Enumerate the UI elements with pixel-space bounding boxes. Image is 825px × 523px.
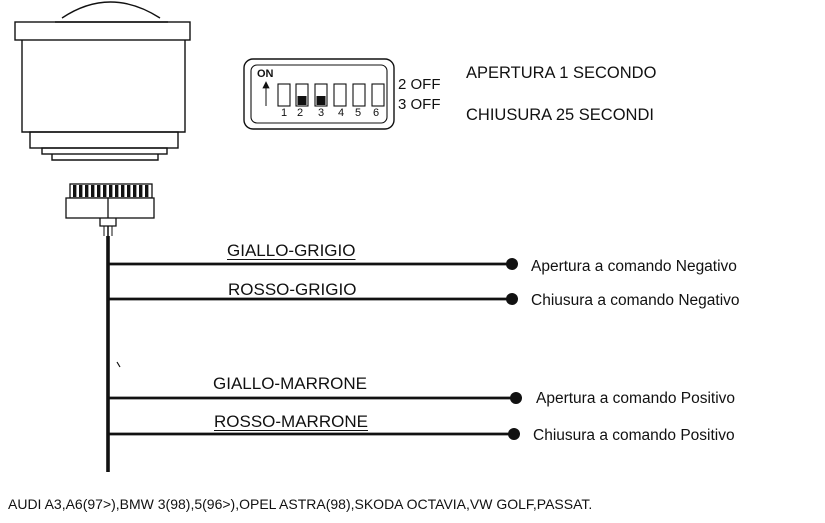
connector [65, 183, 155, 227]
connector-tooth [139, 185, 143, 197]
dip-state-3-off: 3 OFF [398, 96, 441, 113]
connector-tooth [127, 185, 131, 197]
connector-housing [65, 197, 155, 219]
compatible-vehicles: AUDI A3,A6(97>),BMW 3(98),5(96>),OPEL AS… [8, 496, 593, 512]
wire-function-label: Apertura a comando Negativo [531, 258, 737, 275]
closing-time-label: CHIUSURA 25 SECONDI [466, 106, 654, 124]
wire-terminal [506, 258, 518, 270]
wire-function-label: Chiusura a comando Negativo [531, 292, 740, 309]
connector-teeth [73, 185, 149, 197]
wire-terminal [510, 392, 522, 404]
wire-function-label: Chiusura a comando Positivo [533, 427, 735, 444]
connector-tooth [79, 185, 83, 197]
dip-on-arrow-head [262, 81, 270, 89]
actuator-foot [51, 154, 159, 161]
dip-state-2-off: 2 OFF [398, 76, 441, 93]
connector-tooth [97, 185, 101, 197]
wiring [103, 226, 522, 472]
connector-neck [99, 218, 117, 227]
connector-tooth [85, 185, 89, 197]
dip-switch [243, 58, 395, 130]
wire-terminal [508, 428, 520, 440]
wire-color-label: GIALLO-MARRONE [213, 374, 367, 393]
actuator-module [14, 1, 191, 161]
connector-tooth [103, 185, 107, 197]
wire-color-label: GIALLO-GRIGIO [227, 241, 356, 260]
dip-position-label: 3 [318, 107, 325, 119]
actuator-base-flange [41, 147, 168, 155]
connector-tooth [133, 185, 137, 197]
dip-on-label: ON [257, 68, 274, 80]
connector-tooth [109, 185, 113, 197]
actuator-body [21, 40, 186, 133]
connector-tooth [91, 185, 95, 197]
dip-slider [297, 96, 307, 105]
actuator-dome [61, 1, 161, 19]
dip-slot [352, 83, 366, 107]
dip-switch-slots [277, 83, 385, 107]
wire-function-label: Apertura a comando Positivo [536, 390, 736, 407]
connector-tooth [121, 185, 125, 197]
wire-color-label: ROSSO-GRIGIO [228, 280, 357, 299]
dip-position-label: 1 [281, 107, 288, 119]
connector-tooth [115, 185, 119, 197]
actuator-top-band [14, 21, 191, 41]
dip-position-label: 5 [355, 107, 362, 119]
dip-slot [371, 83, 385, 107]
harness-tick [116, 361, 121, 368]
opening-time-label: APERTURA 1 SECONDO [466, 64, 657, 82]
actuator-base-ring [29, 131, 179, 149]
wire-color-label: ROSSO-MARRONE [214, 412, 368, 431]
dip-position-label: 6 [373, 107, 380, 119]
wire-terminal [506, 293, 518, 305]
dip-switch-outer [243, 58, 395, 130]
connector-tooth [145, 185, 149, 197]
dip-position-label: 4 [338, 107, 345, 119]
dip-position-label: 2 [297, 107, 304, 119]
connector-tooth [73, 185, 77, 197]
dip-slider [316, 96, 326, 105]
dip-slot [277, 83, 291, 107]
dip-slot [333, 83, 347, 107]
dip-switch-inner [250, 64, 388, 124]
